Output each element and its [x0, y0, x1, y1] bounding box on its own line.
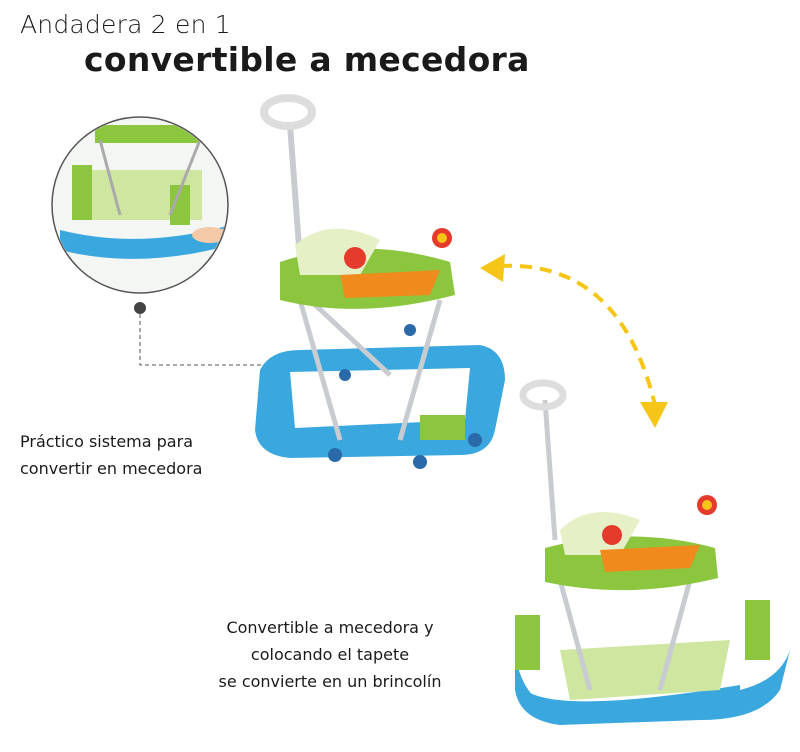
walker-image [255, 94, 505, 469]
callout-line-2: convertir en mecedora [20, 459, 203, 478]
rocker-walker-image [515, 379, 790, 725]
bottom-caption: Convertible a mecedora y colocando el ta… [190, 614, 470, 695]
bottom-caption-line-1: Convertible a mecedora y [226, 618, 434, 637]
heading-line-1: Andadera 2 en 1 [20, 10, 231, 39]
conversion-arrow [480, 254, 668, 428]
callout-caption: Práctico sistema para convertir en meced… [20, 428, 202, 482]
bottom-caption-line-2: colocando el tapete [250, 645, 410, 664]
bottom-caption-line-3: se convierte en un brincolín [218, 672, 442, 691]
callout-line-1: Práctico sistema para [20, 432, 193, 451]
rocker-detail-inset [51, 116, 280, 366]
heading-line-2: convertible a mecedora [84, 40, 530, 79]
